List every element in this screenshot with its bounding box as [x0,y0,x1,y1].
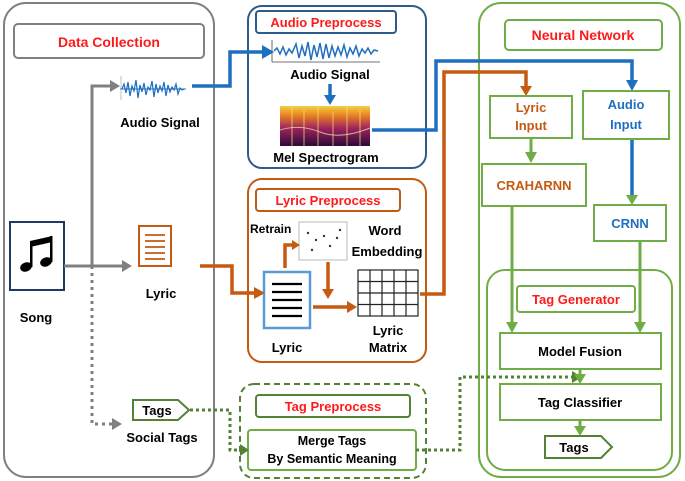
network-arrowheads [506,152,646,436]
retrain-label: Retrain [250,222,291,236]
social-tags-label: Social Tags [126,430,197,445]
merge-tags-box: Merge Tags By Semantic Meaning [247,429,417,471]
model-fusion-label: Model Fusion [538,344,622,359]
waveform-icon [120,76,186,100]
lyric-document-icon [262,270,312,330]
crnn-label: CRNN [611,216,649,231]
neural-network-title: Neural Network [532,27,635,43]
word-label: Word [369,223,402,238]
scatter-plot-icon [298,221,348,261]
audio-signal-label: Audio Signal [120,115,199,130]
tag-classifier-label: Tag Classifier [538,395,622,410]
tag-generator-title: Tag Generator [532,292,620,307]
lyric-input-line1: Lyric [516,100,547,115]
lyric-matrix-line1: Lyric [373,323,404,338]
merge-tags-line2: By Semantic Meaning [267,452,396,466]
audio-preprocess-title: Audio Preprocess [270,15,381,30]
lyric-input-line2: Input [515,118,547,133]
document-icon [138,225,172,267]
lyric-matrix-line2: Matrix [369,340,408,355]
song-connectors [64,84,122,426]
audio-input-box: Audio Input [582,90,670,140]
audio-connectors [192,50,634,196]
lyric-pre-label: Lyric [272,340,303,355]
music-note-icon [9,221,65,291]
network-connectors [510,138,642,426]
lyric-connectors [200,70,528,309]
tags-label: Tags [142,403,171,418]
craharnn-box: CRAHARNN [481,163,587,207]
tag-icon: Tags [132,399,191,421]
audio-input-line2: Input [610,117,642,132]
output-tags-label: Tags [559,440,588,455]
data-collection-title: Data Collection [58,34,160,50]
tag-connectors [190,375,572,452]
output-tags-icon: Tags [544,435,614,459]
spectrogram-icon [279,106,371,146]
craharnn-label: CRAHARNN [496,178,571,193]
lyric-input-box: Lyric Input [489,95,573,139]
grid-matrix-icon [357,269,419,317]
audio-arrowheads [262,45,638,105]
model-fusion-box: Model Fusion [499,332,662,370]
lyric-preprocess-title: Lyric Preprocess [275,193,380,208]
data-collection-panel: Data Collection [3,2,215,478]
mel-spectrogram-label: Mel Spectrogram [273,150,378,165]
tag-classifier-box: Tag Classifier [499,383,662,421]
lyric-label: Lyric [146,286,177,301]
song-label: Song [20,310,53,325]
embedding-label: Embedding [352,244,423,259]
tag-preprocess-title: Tag Preprocess [285,399,382,414]
crnn-box: CRNN [593,204,667,242]
audio-signal-pre-label: Audio Signal [290,67,369,82]
audio-input-line1: Audio [608,97,645,112]
lyric-arrowheads [254,86,532,313]
song-arrowheads [110,80,132,430]
merge-tags-line1: Merge Tags [298,434,367,448]
